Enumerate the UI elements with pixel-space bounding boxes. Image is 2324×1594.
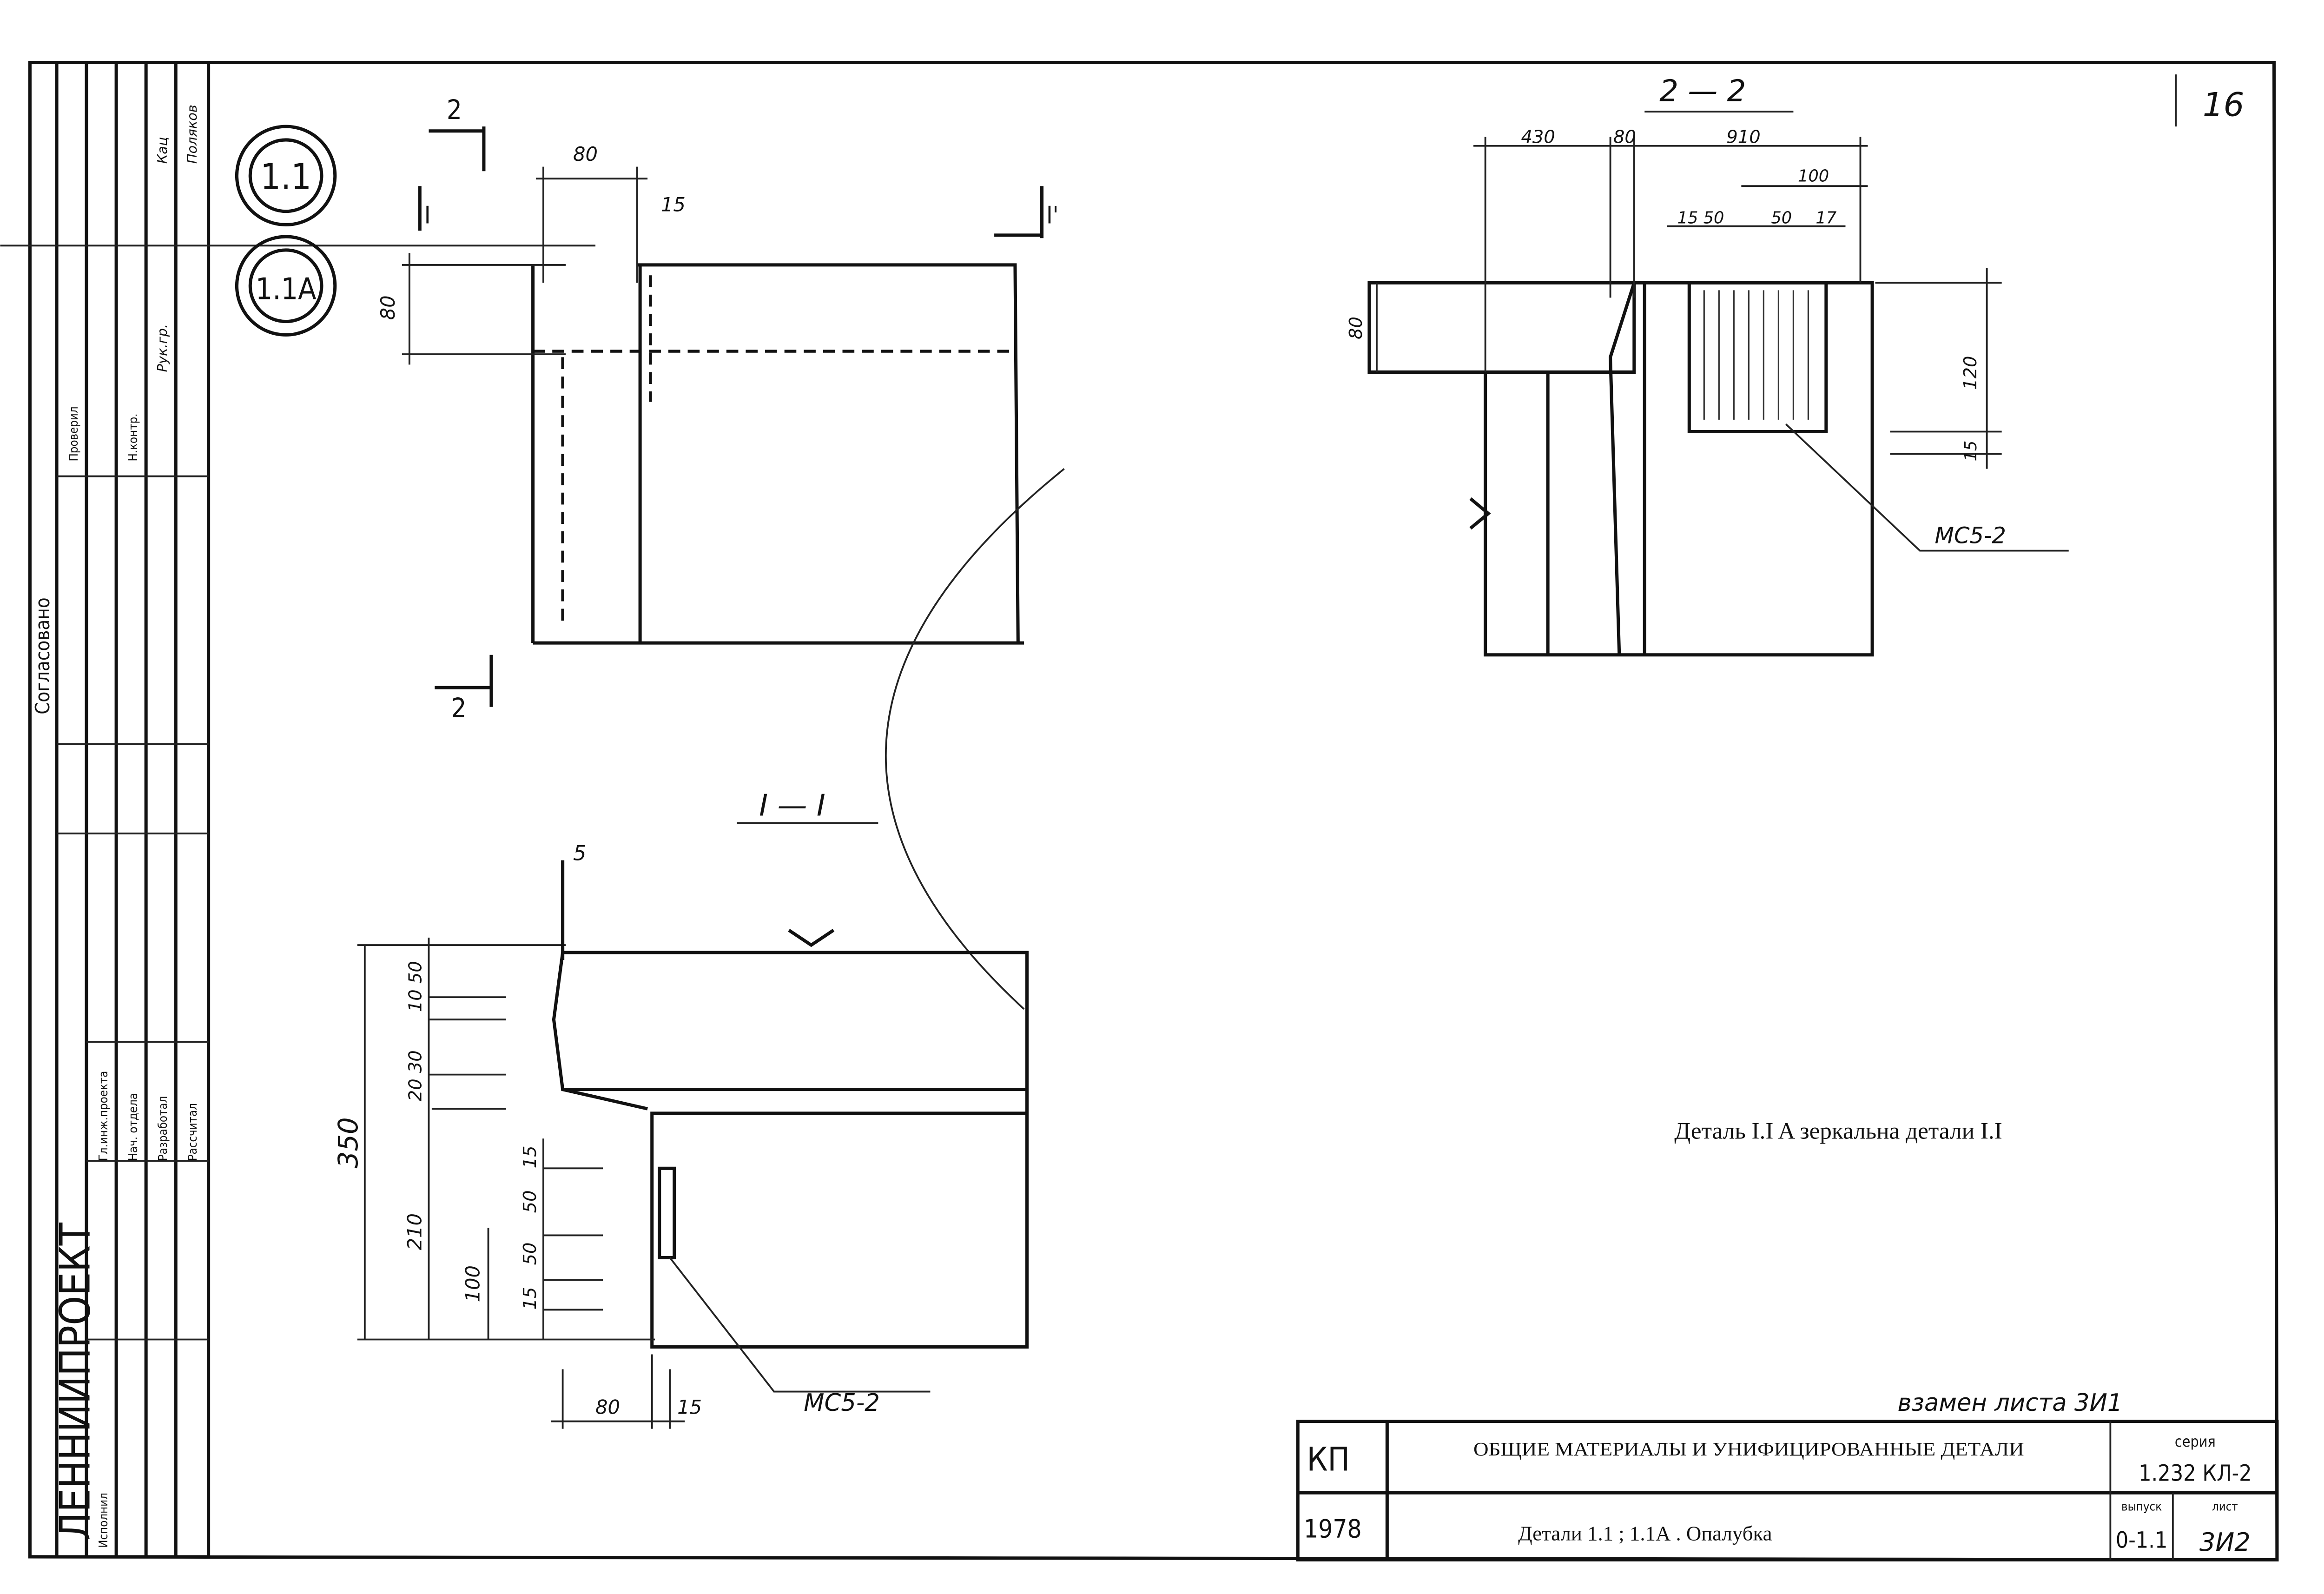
stamp-row: Исполнил [97, 1493, 111, 1548]
detail-marker-1-1a: 1.1A [235, 235, 337, 337]
dimension: 350 [333, 1117, 364, 1168]
stamp-org: ЛЕННИИПРОЕКТ [51, 1222, 99, 1540]
dimension: 100 [1798, 167, 1829, 186]
stamp-name: Рук.гр. [154, 324, 170, 372]
dimension: 10 50 [405, 961, 426, 1012]
section-title: 2 — 2 [1659, 74, 1746, 109]
year: 1978 [1304, 1514, 1362, 1543]
stamp-name: Поляков [184, 105, 200, 164]
series: 1.232 КЛ-2 [2139, 1461, 2252, 1487]
dimension: 17 [1816, 208, 1836, 227]
dimension: 20 30 [405, 1050, 426, 1101]
sheet-number: 16 [2203, 86, 2245, 124]
detail-marker-1-1: 1.1 [235, 125, 337, 226]
dimension: 100 [461, 1265, 484, 1302]
view-section-2-2: 2 — 2 430 80 910 100 15 50 50 17 [1346, 74, 2069, 657]
sheet: 3И2 [2199, 1527, 2251, 1557]
sheet-border [30, 60, 2279, 1561]
dimension: 15 [677, 1396, 702, 1419]
dimension: 15 [520, 1287, 541, 1310]
dimension: 50 [520, 1190, 541, 1213]
issue-label: выпуск [2121, 1500, 2162, 1514]
dimension: 15 [520, 1145, 541, 1168]
svg-text:1.1A: 1.1A [256, 272, 317, 307]
issue: 0-1.1 [2116, 1528, 2168, 1554]
section-mark: 2 [451, 693, 466, 724]
stamp-row: Н.контр. [126, 413, 140, 461]
series-label: серия [2175, 1433, 2216, 1450]
callout-label: MC5-2 [804, 1389, 880, 1417]
dimension: 80 [1613, 126, 1636, 147]
stamp-row: Проверил [67, 406, 81, 461]
dimension: 50 [1771, 208, 1792, 227]
dimension: 80 [1346, 317, 1367, 339]
stamp-name: Кац [154, 137, 170, 164]
drawing-title: ОБЩИЕ МАТЕРИАЛЫ И УНИФИЦИРОВАННЫЕ ДЕТАЛИ [1473, 1439, 2024, 1460]
view-section-1-1: I — I 350 210 100 10 50 20 30 15 50 50 [333, 789, 1029, 1429]
dimension: 80 [573, 143, 598, 165]
dimension: 430 [1521, 126, 1555, 147]
stamp-row: Рассчитал [186, 1103, 200, 1161]
replaces-note: взамен листа 3И1 [1898, 1389, 2123, 1417]
dimension: 50 [520, 1243, 541, 1265]
dimension: 15 [1961, 441, 1981, 462]
stamp-agreed: Согласовано [31, 597, 54, 714]
stamp-row: Разработал [156, 1096, 170, 1161]
dimension: 15 [661, 193, 686, 216]
view-plan-top-left: 2 2 I I' 80 15 80 [376, 94, 1059, 724]
dimension: 80 [595, 1396, 620, 1419]
dimension: 15 50 [1677, 208, 1724, 227]
section-title: I — I [759, 789, 825, 823]
stamp-row: Гл.инж.проекта [97, 1071, 111, 1161]
dimension: 910 [1726, 126, 1760, 147]
section-mark: 2 [447, 94, 462, 126]
mirror-note: Деталь I.I A зеркальна детали I.I [1674, 1118, 2002, 1144]
title-block: КП 1978 ОБЩИЕ МАТЕРИАЛЫ И УНИФИЦИРОВАННЫ… [1296, 1420, 2279, 1561]
callout-label: MC5-2 [1935, 523, 2006, 549]
drawing-subtitle: Детали 1.1 ; 1.1А . Опалубка [1518, 1522, 1772, 1545]
dimension: 5 [573, 841, 587, 866]
leader-curve [885, 468, 1065, 1010]
stamp-row: Нач. отдела [126, 1093, 140, 1161]
cut-mark: I' [1046, 201, 1058, 229]
dimension: 120 [1960, 356, 1981, 390]
stamp-column: ЛЕННИИПРОЕКТ Согласовано Гл.инж.проекта … [0, 60, 596, 1559]
cut-mark: I [424, 201, 431, 229]
org-code: КП [1307, 1440, 1350, 1478]
dimension: 80 [376, 295, 399, 320]
dimension: 210 [403, 1213, 426, 1250]
sheet-label: лист [2212, 1500, 2238, 1514]
svg-text:1.1: 1.1 [260, 157, 311, 198]
